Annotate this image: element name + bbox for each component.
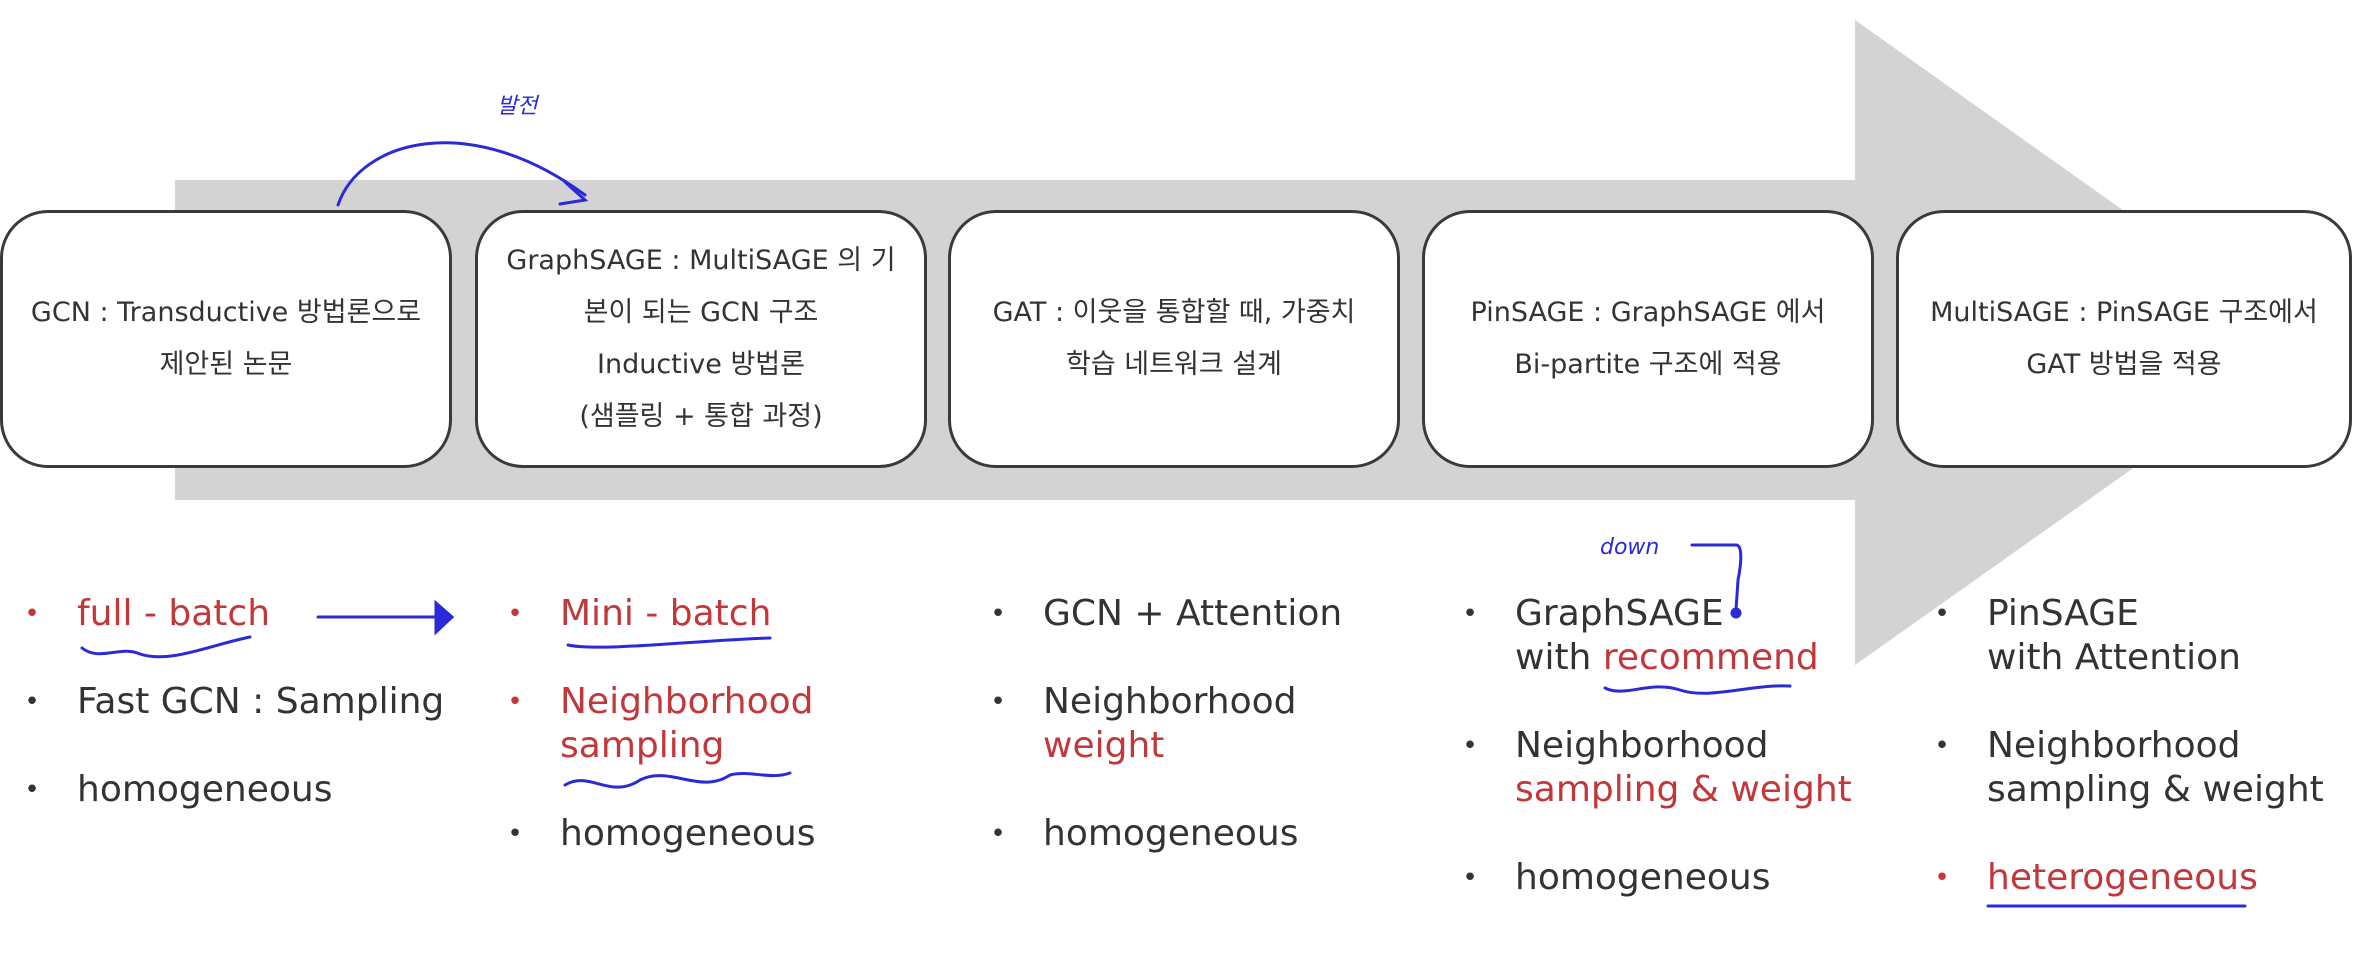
box-line: 학습 네트워크 설계 xyxy=(1066,349,1282,380)
box-line: 제안된 논문 xyxy=(159,349,293,380)
bullet-dot: • xyxy=(990,687,1006,717)
bullet-text: sampling xyxy=(560,725,725,766)
bullet-list-graphsage: • Mini - batch • Neighborhood sampling •… xyxy=(500,592,816,856)
bullet-text: sampling & weight xyxy=(1515,769,1852,810)
bullet-dot: • xyxy=(24,775,40,805)
box-line: PinSAGE : GraphSAGE 에서 xyxy=(1470,297,1826,328)
bullet-dot: • xyxy=(990,599,1006,629)
evolution-arrowhead xyxy=(558,180,589,206)
bullet-item: • Neighborhood weight xyxy=(983,680,1342,768)
bullet-text: Neighborhood xyxy=(1043,681,1297,722)
ul-sampling xyxy=(563,771,792,789)
bullet-dot: • xyxy=(1462,599,1478,629)
bullet-dot: • xyxy=(507,687,523,717)
bullet-list-gat: • GCN + Attention • Neighborhood weight … xyxy=(983,592,1342,856)
bullet-item: • homogeneous xyxy=(17,768,444,812)
bullet-text: PinSAGE xyxy=(1987,593,2139,634)
box-line: 본이 되는 GCN 구조 xyxy=(583,297,819,328)
box-line: Inductive 방법론 xyxy=(597,349,805,380)
bullet-text: Fast GCN : Sampling xyxy=(77,681,445,722)
bullet-text: with recommend xyxy=(1515,637,1819,678)
bullet-text: with Attention xyxy=(1987,637,2241,678)
bullet-text: Neighborhood xyxy=(1987,725,2241,766)
bullet-text: GraphSAGE xyxy=(1515,593,1724,634)
bullet-item: • PinSAGE with Attention xyxy=(1927,592,2324,680)
bullet-dot: • xyxy=(1462,731,1478,761)
bullet-text: Neighborhood xyxy=(560,681,814,722)
bullet-item: • GraphSAGE with recommend xyxy=(1455,592,1852,680)
box-line: Bi-partite 구조에 적용 xyxy=(1514,349,1782,380)
bullet-list-gcn: • full - batch • Fast GCN : Sampling • h… xyxy=(17,592,444,812)
bullet-text: heterogeneous xyxy=(1987,857,2258,898)
bullet-dot: • xyxy=(507,599,523,629)
bullet-list-pinsage: • GraphSAGE with recommend • Neighborhoo… xyxy=(1455,592,1852,900)
bullet-item: • Neighborhood sampling xyxy=(500,680,816,768)
bullet-text: homogeneous xyxy=(560,813,816,854)
box-gcn: GCN : Transductive 방법론으로 제안된 논문 xyxy=(0,210,452,468)
ul-mini-batch xyxy=(566,636,772,649)
box-graphsage: GraphSAGE : MultiSAGE 의 기 본이 되는 GCN 구조 I… xyxy=(475,210,927,468)
bullet-dot: • xyxy=(1934,731,1950,761)
box-line: MultiSAGE : PinSAGE 구조에서 xyxy=(1930,297,2318,328)
bullet-item: • homogeneous xyxy=(500,812,816,856)
ul-recommend xyxy=(1603,684,1792,695)
evolution-curve xyxy=(336,141,587,207)
bullet-dot: • xyxy=(1934,599,1950,629)
bullet-text: homogeneous xyxy=(1515,857,1771,898)
bullet-text: homogeneous xyxy=(77,769,333,810)
bullet-text: full - batch xyxy=(77,593,271,634)
bullet-dot: • xyxy=(24,687,40,717)
bullet-item: • full - batch xyxy=(17,592,444,636)
bullet-text: sampling & weight xyxy=(1987,769,2324,810)
bullet-text: GCN + Attention xyxy=(1043,593,1343,634)
box-line: GCN : Transductive 방법론으로 xyxy=(30,297,422,328)
annotation-down: down xyxy=(1600,535,1660,560)
bullet-text: Neighborhood xyxy=(1515,725,1769,766)
full-batch-arrowhead xyxy=(434,599,455,636)
box-pinsage: PinSAGE : GraphSAGE 에서 Bi-partite 구조에 적용 xyxy=(1422,210,1874,468)
bullet-item: • GCN + Attention xyxy=(983,592,1342,636)
bullet-dot: • xyxy=(1462,863,1478,893)
bullet-item: • homogeneous xyxy=(1455,856,1852,900)
bullet-item: • Neighborhood sampling & weight xyxy=(1927,724,2324,812)
box-line: (샘플링 + 통합 과정) xyxy=(579,401,823,432)
bullet-list-multisage: • PinSAGE with Attention • Neighborhood … xyxy=(1927,592,2324,900)
bullet-text: weight xyxy=(1043,725,1165,766)
bullet-item: • Mini - batch xyxy=(500,592,816,636)
ul-full-batch xyxy=(80,635,252,659)
box-multisage: MultiSAGE : PinSAGE 구조에서 GAT 방법을 적용 xyxy=(1896,210,2352,468)
bullet-item: • Neighborhood sampling & weight xyxy=(1455,724,1852,812)
box-gat: GAT : 이웃을 통합할 때, 가중치 학습 네트워크 설계 xyxy=(948,210,1400,468)
annotation-evolution: 발전 xyxy=(497,94,538,119)
bullet-item: • heterogeneous xyxy=(1927,856,2324,900)
bullet-item: • homogeneous xyxy=(983,812,1342,856)
bullet-text-highlight: recommend xyxy=(1602,637,1819,678)
box-line: GAT : 이웃을 통합할 때, 가중치 xyxy=(992,297,1356,328)
bullet-dot: • xyxy=(24,599,40,629)
bullet-item: • Fast GCN : Sampling xyxy=(17,680,444,724)
bullet-text: Mini - batch xyxy=(560,593,772,634)
down-arrow-dot xyxy=(1730,607,1742,619)
bullet-dot: • xyxy=(1934,863,1950,893)
box-line: GraphSAGE : MultiSAGE 의 기 xyxy=(506,245,896,276)
down-arrow xyxy=(1690,543,1743,612)
bullet-dot: • xyxy=(507,819,523,849)
box-line: GAT 방법을 적용 xyxy=(2026,349,2222,380)
bullet-text: homogeneous xyxy=(1043,813,1299,854)
bullet-dot: • xyxy=(990,819,1006,849)
